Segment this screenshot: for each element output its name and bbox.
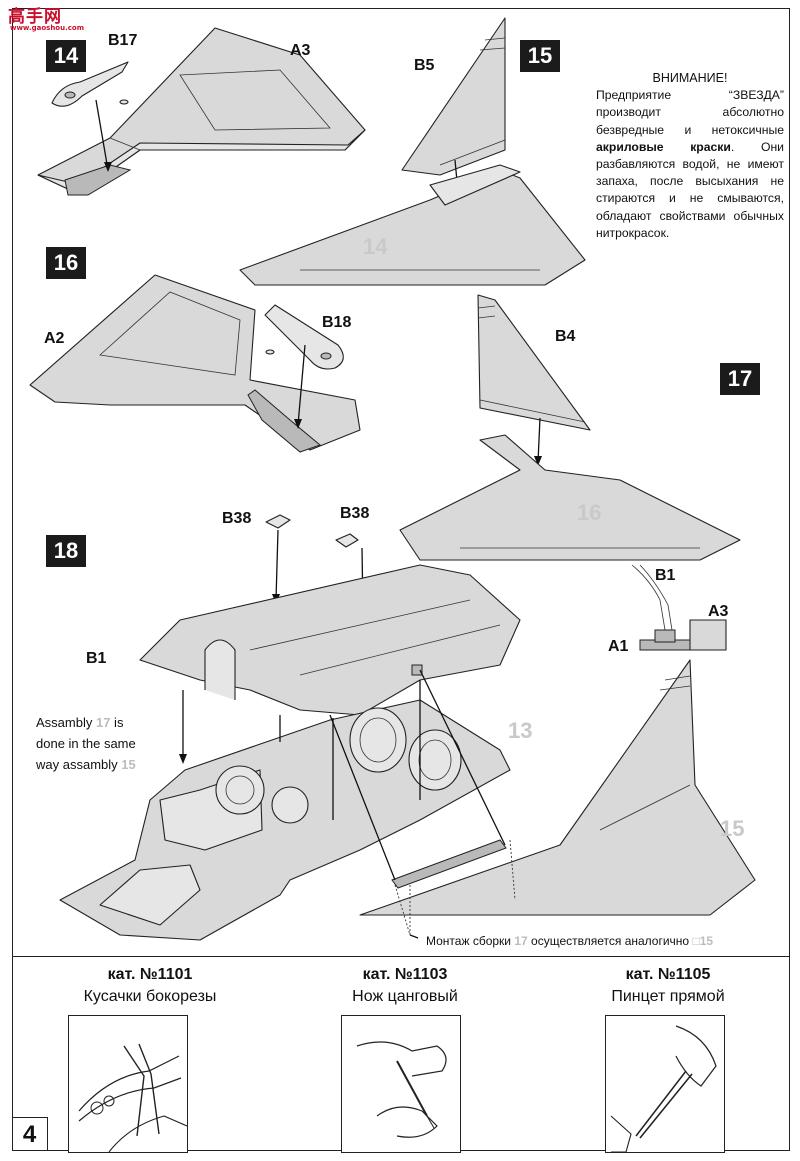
tool-1105: кат. №1105 Пинцет прямой	[568, 966, 768, 1006]
arrow-b18	[297, 344, 306, 426]
notice-text-before: Предприятие “ЗВЕЗДА” производит абсолютн…	[596, 88, 784, 137]
part-b38-left	[265, 514, 291, 529]
collet-knife-image	[341, 1015, 461, 1153]
wing-a3-assembly	[37, 27, 366, 196]
watermark-logo: 高手网 www.gaoshou.com	[6, 2, 84, 36]
ghost-number-13: 13	[508, 718, 533, 743]
arrow-b1-left-head	[179, 754, 187, 764]
step-18-badge: 18	[46, 535, 86, 567]
part-b5	[401, 17, 506, 176]
paint-notice: ВНИМАНИЕ! Предприятие “ЗВЕЗДА” производи…	[596, 70, 784, 242]
tool-1103-cat: кат. №1103	[362, 966, 448, 983]
note-en-line1b: is	[110, 715, 124, 730]
arrow-b4-head	[534, 456, 542, 466]
detail-label-a3: A3	[708, 603, 729, 620]
note-en-line3a: way assambly	[36, 757, 122, 772]
label-b5: B5	[414, 57, 435, 74]
tool-1103-name: Нож цанговый	[352, 988, 458, 1005]
tool-1101-name: Кусачки бокорезы	[83, 988, 217, 1005]
note-ru-text-a: Монтаж сборки	[426, 934, 515, 948]
watermark-text: 高手网	[8, 7, 62, 27]
step-16-badge: 16	[46, 247, 86, 279]
page-number: 4	[12, 1117, 48, 1151]
note-ru-num15: □15	[692, 934, 714, 948]
side-cutters-icon	[78, 1043, 188, 1153]
wing-16	[399, 434, 741, 561]
detail-section	[631, 564, 727, 651]
tool-1101: кат. №1101 Кусачки бокорезы	[50, 966, 250, 1006]
fuselage-13	[59, 699, 511, 941]
label-b38-right: B38	[340, 505, 370, 522]
ghost-number-14: 14	[363, 234, 388, 259]
part-b4	[477, 294, 591, 431]
part-b18	[264, 304, 344, 370]
dash-guides	[394, 839, 516, 936]
arrow-b18-head	[294, 419, 302, 429]
detail-label-a1: A1	[608, 638, 629, 655]
note-en-num17: 17	[95, 715, 111, 730]
arrow-b17	[95, 99, 109, 171]
label-a3: A3	[290, 42, 311, 59]
label-b17: B17	[108, 32, 138, 49]
assembly-note-en: Assambly 17 is done in the same way assa…	[36, 712, 136, 775]
note-en-line1a: Assambly	[36, 715, 96, 730]
ghost-number-16: 16	[577, 500, 602, 525]
notice-text-bold: акриловые краски	[596, 139, 731, 154]
watermark-url: www.gaoshou.com	[10, 24, 85, 32]
tool-1101-cat: кат. №1101	[107, 966, 193, 983]
arrow-b17-head	[104, 162, 112, 172]
arrow-wing15-a	[419, 669, 506, 846]
wing-a2-assembly	[29, 274, 361, 453]
collet-knife-icon	[356, 1041, 447, 1138]
wing-14	[239, 164, 586, 286]
step-14-badge: 14	[46, 40, 86, 72]
detail-label-b1: B1	[655, 567, 676, 584]
wing-15	[359, 659, 756, 916]
note-ru-num17: 17	[514, 934, 528, 948]
arrow-b4	[537, 417, 541, 463]
label-b1: B1	[86, 650, 107, 667]
section-divider	[12, 956, 790, 957]
part-b1-canopy	[139, 564, 521, 716]
step-15-badge: 15	[520, 40, 560, 72]
assembly-note-ru: Монтаж сборки 17 осуществляется аналогич…	[426, 934, 713, 948]
label-a2: A2	[44, 330, 65, 347]
tweezers-image	[605, 1015, 725, 1153]
part-b17	[51, 61, 129, 107]
tool-1105-cat: кат. №1105	[625, 966, 711, 983]
step-17-badge: 17	[720, 363, 760, 395]
note-ru-text-b: осуществляется аналогично	[527, 934, 693, 948]
label-b4: B4	[555, 328, 576, 345]
note-en-line2: done in the same	[36, 736, 136, 751]
part-b38-right	[335, 533, 359, 548]
label-b38-left: B38	[222, 510, 252, 527]
tool-1103: кат. №1103 Нож цанговый	[305, 966, 505, 1006]
arrow-wing15-b	[329, 714, 396, 881]
ghost-number-15: 15	[720, 816, 745, 841]
side-cutters-image	[68, 1015, 188, 1153]
arrow-note	[409, 934, 419, 939]
label-b18: B18	[322, 314, 352, 331]
arrow-b38-left	[275, 529, 279, 601]
tool-1105-name: Пинцет прямой	[611, 988, 725, 1005]
notice-title: ВНИМАНИЕ!	[652, 71, 728, 85]
tweezers-icon	[610, 1025, 717, 1153]
note-en-num15: 15	[121, 757, 136, 772]
notice-text-after: . Они разбавляются водой, не имеют запах…	[596, 139, 784, 240]
